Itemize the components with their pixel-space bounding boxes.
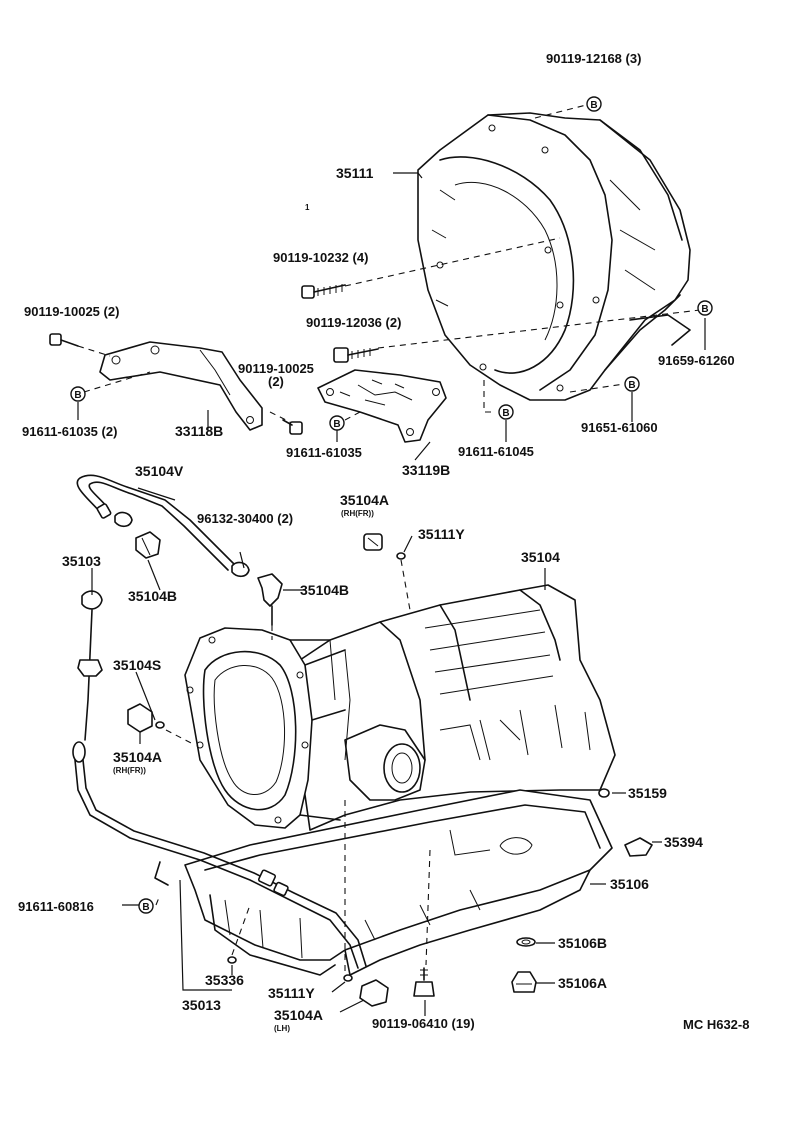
label-90119-12036: 90119-12036 (2) <box>306 315 401 330</box>
label-35104a-mid-note: (RH(FR)) <box>113 766 146 775</box>
dipstick-tube <box>72 741 367 969</box>
label-90119-10025-mid: 90119-10025 <box>238 361 314 376</box>
label-35104a-mid: 35104A <box>113 749 162 765</box>
label-91611-60816: 91611-60816 <box>18 899 94 914</box>
bolt-90119-10025-mid <box>282 419 303 435</box>
dashed-alignment-lines <box>77 102 701 975</box>
gasket-35111y-bottom <box>343 974 353 982</box>
plug-35159 <box>598 788 610 798</box>
plug-35104a-mid <box>127 703 153 733</box>
breather-hose <box>76 474 250 578</box>
dipstick <box>77 590 103 741</box>
label-90119-12168: 90119-12168 (3) <box>546 51 641 66</box>
label-35111y-bottom: 35111Y <box>268 985 315 1001</box>
badge-91611-61045: B <box>498 404 514 420</box>
breather-union-35104b-left <box>135 531 161 559</box>
label-35104b-right: 35104B <box>300 582 349 598</box>
drawing-code: MC H632-8 <box>683 1017 749 1032</box>
stray-mark: 1 <box>305 203 310 212</box>
label-91611-61035-left: 91611-61035 (2) <box>22 424 117 439</box>
label-91611-61035-mid: 91611-61035 <box>286 445 362 460</box>
label-91651-61060: 91651-61060 <box>581 420 658 435</box>
transmission-case <box>184 584 616 831</box>
label-35104a-top-note: (RH(FR)) <box>341 509 374 518</box>
label-35336: 35336 <box>205 972 244 988</box>
label-35111y-top: 35111Y <box>418 526 465 542</box>
gasket-35106b <box>516 937 536 947</box>
badge-91651-61060: B <box>624 376 640 392</box>
svg-text:B: B <box>74 390 81 401</box>
plug-35104a-bottom <box>359 979 389 1007</box>
label-35013: 35013 <box>182 997 221 1013</box>
gasket-35104s <box>155 721 165 729</box>
label-35104v: 35104V <box>135 463 184 479</box>
label-35104a-bottom-note: (LH) <box>274 1024 290 1033</box>
label-90119-10025-mid-qty: (2) <box>268 374 284 389</box>
label-35103: 35103 <box>62 553 101 569</box>
badge-91611-60816: B <box>138 898 154 914</box>
breather-union-35104b-right <box>257 573 283 626</box>
label-33119b: 33119B <box>402 462 450 478</box>
label-35104a-bottom: 35104A <box>274 1007 323 1023</box>
label-35106: 35106 <box>610 876 649 892</box>
bolt-90119-06410 <box>413 967 435 997</box>
part-labels: 90119-12168 (3) 35111 1 90119-10232 (4) … <box>18 51 749 1033</box>
label-90119-06410: 90119-06410 (19) <box>372 1016 475 1031</box>
svg-text:B: B <box>628 380 635 391</box>
svg-text:B: B <box>333 419 340 430</box>
bell-housing <box>417 112 691 401</box>
magnet-35394 <box>624 837 653 857</box>
label-35159: 35159 <box>628 785 667 801</box>
label-33118b: 33118B <box>175 423 223 439</box>
label-35104: 35104 <box>521 549 560 565</box>
bolt-90119-12036 <box>333 347 379 363</box>
badge-91659-61260: B <box>697 300 713 316</box>
label-35106a: 35106A <box>558 975 607 991</box>
label-35394: 35394 <box>664 834 703 850</box>
label-35106b: 35106B <box>558 935 607 951</box>
label-35104b-left: 35104B <box>128 588 177 604</box>
badge-91611-61035-left: B <box>70 386 86 402</box>
label-96132-30400: 96132-30400 (2) <box>197 511 293 526</box>
oil-pan <box>184 789 613 976</box>
label-91659-61260: 91659-61260 <box>658 353 735 368</box>
label-35111: 35111 <box>336 165 374 181</box>
bolt-90119-10232 <box>301 284 346 299</box>
badge-91611-61035-mid: B <box>329 415 345 431</box>
gasket-35336 <box>227 956 237 964</box>
label-91611-61045: 91611-61045 <box>458 444 534 459</box>
bolt-90119-10025-left <box>49 333 79 347</box>
gasket-35111y-top <box>396 552 406 560</box>
bracket-33119b <box>317 369 447 443</box>
svg-text:B: B <box>502 408 509 419</box>
label-35104a-top: 35104A <box>340 492 389 508</box>
drain-plug-35106a <box>511 971 537 993</box>
plug-35104a-top <box>363 533 383 551</box>
bracket-33118b <box>99 341 263 431</box>
label-90119-10025-left: 90119-10025 (2) <box>24 304 119 319</box>
svg-text:B: B <box>590 100 597 111</box>
badge-90119-12168: B <box>586 96 602 112</box>
leader-lines <box>77 172 706 1016</box>
svg-text:B: B <box>701 304 708 315</box>
svg-text:B: B <box>142 902 149 913</box>
label-35104s: 35104S <box>113 657 161 673</box>
label-90119-10232: 90119-10232 (4) <box>273 250 368 265</box>
